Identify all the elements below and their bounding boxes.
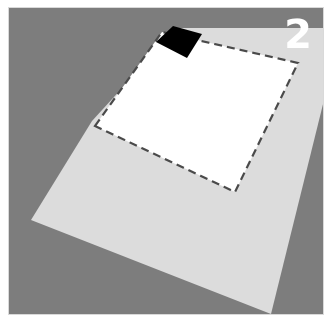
selection-outline [93, 30, 300, 194]
illustration-scene [31, 26, 323, 314]
illustration-frame: 2 [8, 7, 324, 315]
corner-marker [156, 26, 202, 58]
selection-region [95, 32, 298, 192]
step-number-label: 2 [284, 12, 312, 58]
